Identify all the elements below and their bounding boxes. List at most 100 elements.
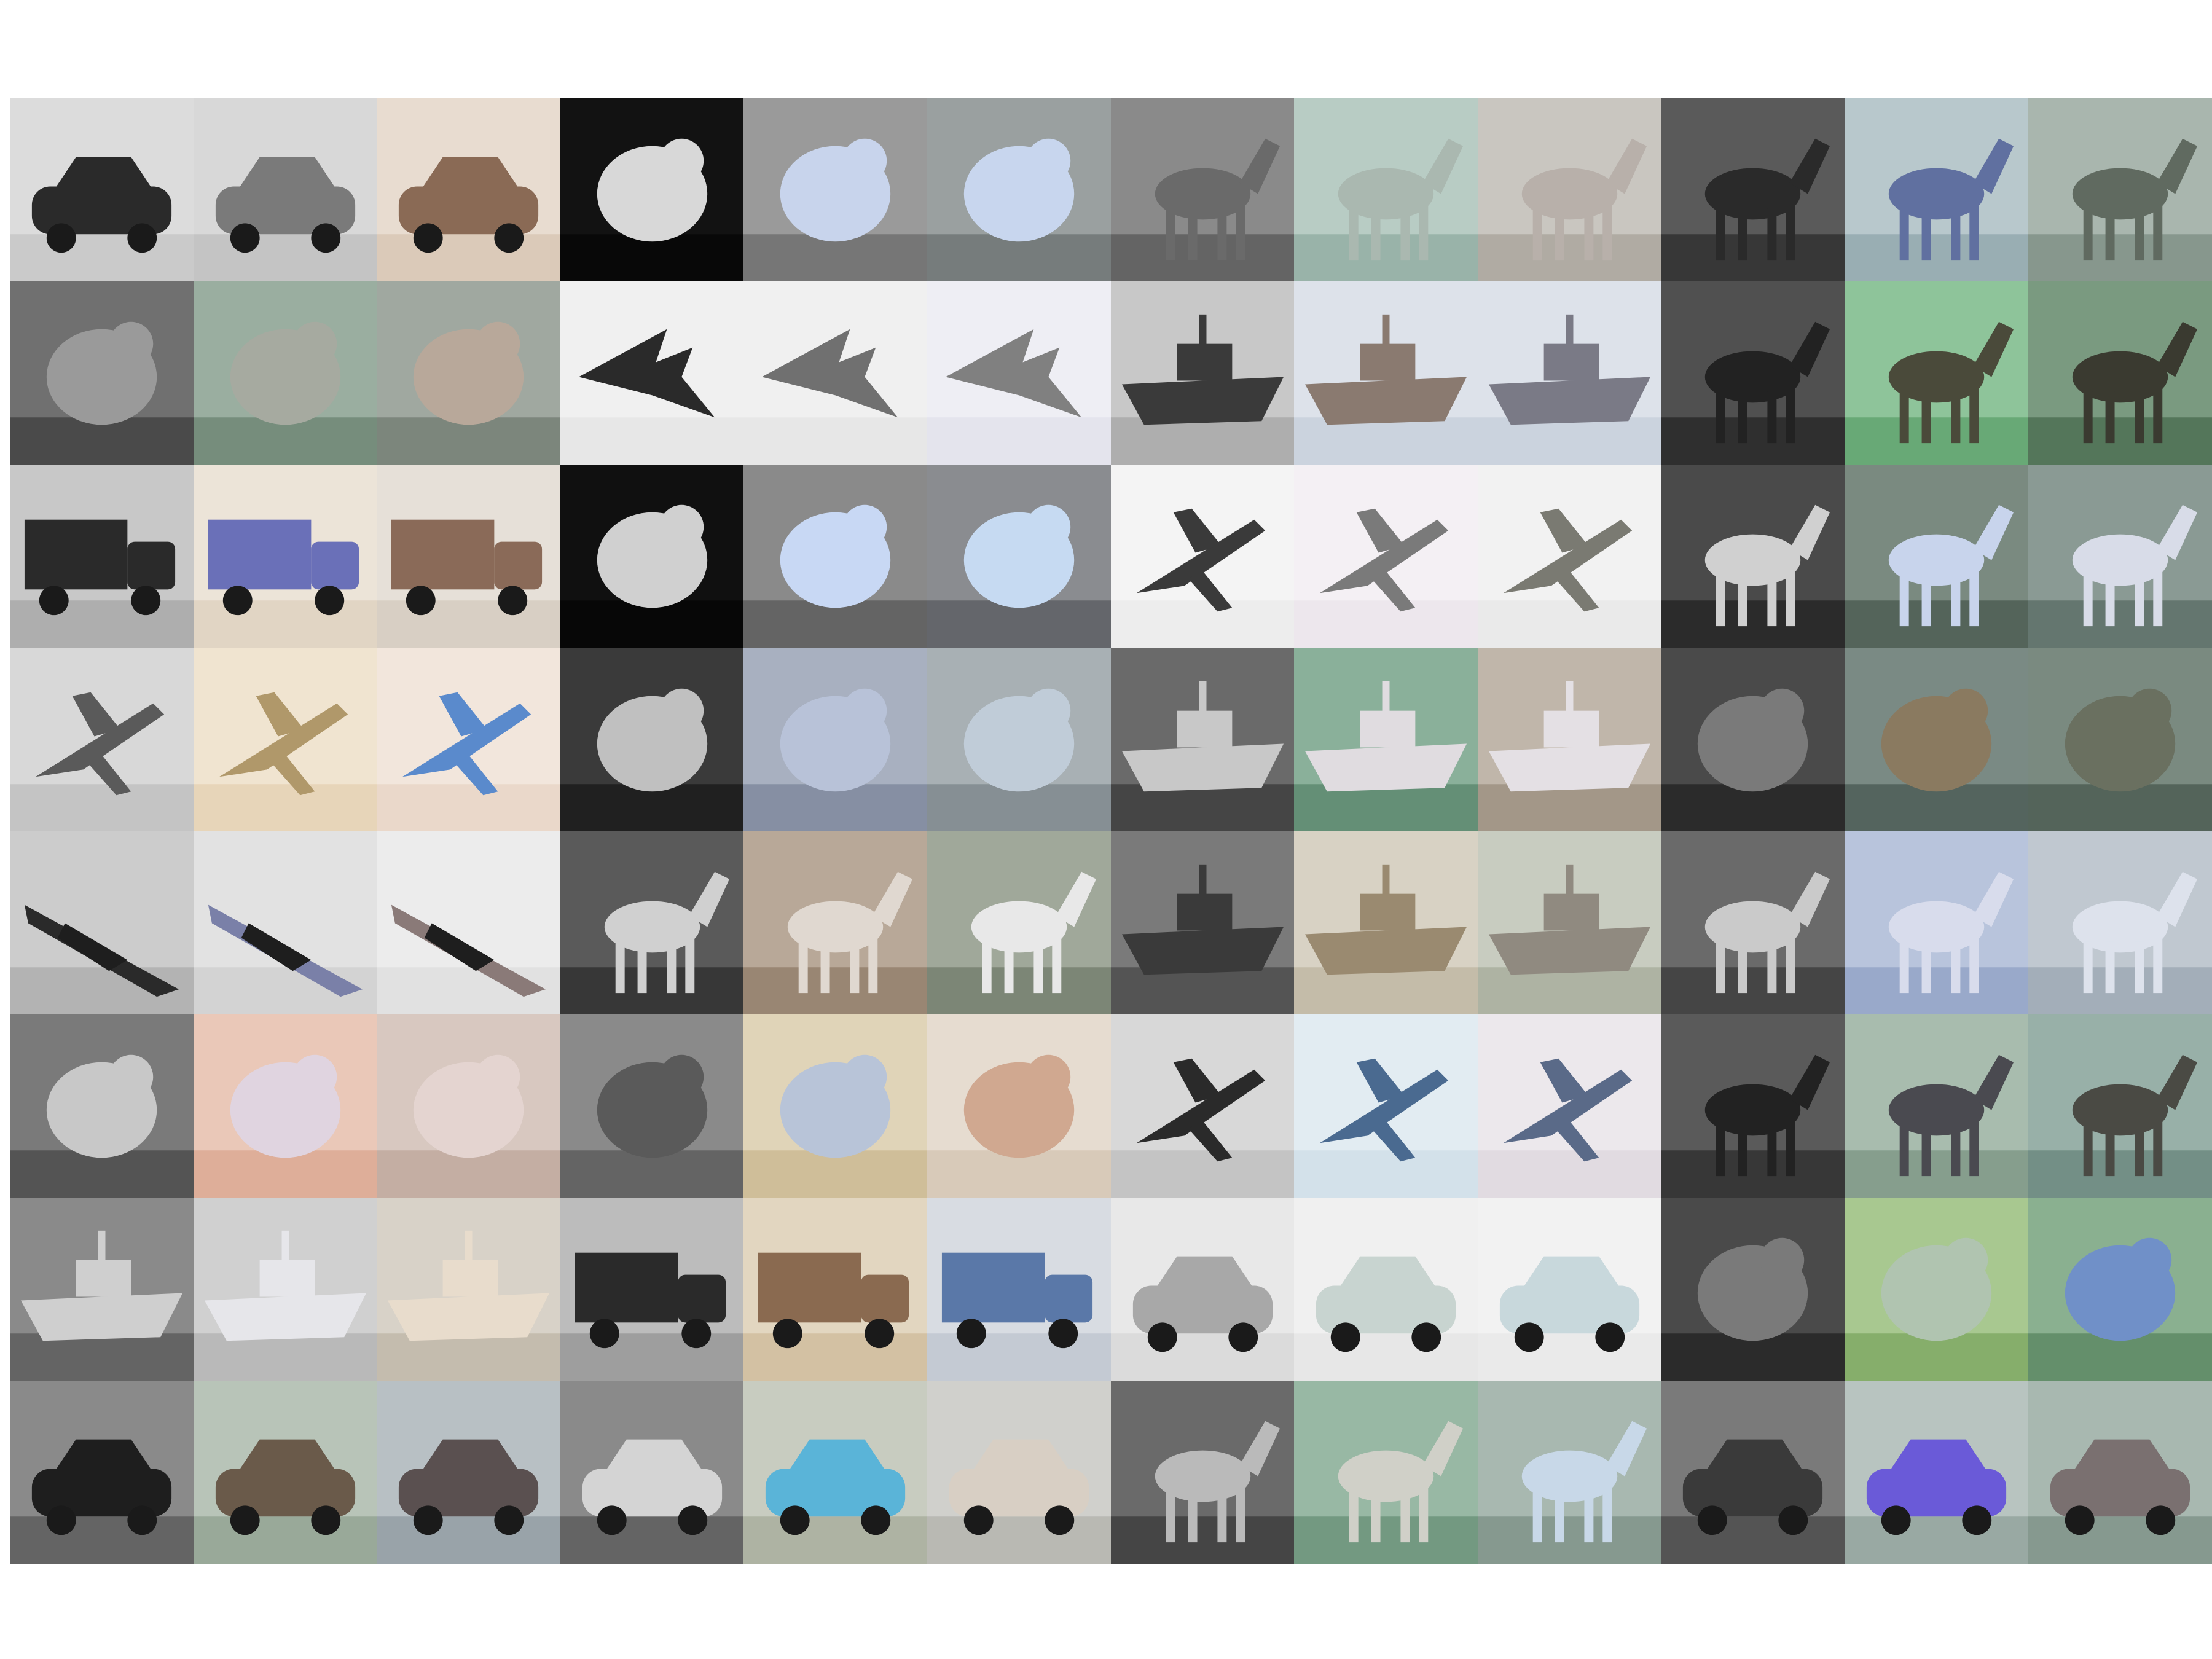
thumbnail-image (1845, 648, 2028, 832)
thumbnail-image (10, 1381, 194, 1565)
thumbnail-car-colorized-a (193, 98, 377, 282)
thumbnail-bird-colorized-b (2028, 648, 2212, 832)
thumbnail-image (1294, 1198, 1478, 1382)
thumbnail-image (1477, 1198, 1661, 1382)
thumbnail-airplane-grayscale-input (1110, 465, 1295, 649)
thumbnail-frog-grayscale-input (1661, 1198, 1845, 1382)
thumbnail-bird-colorized-a (193, 1014, 377, 1198)
thumbnail-ship-colorized-b (1477, 648, 1661, 832)
thumbnail-image (1477, 98, 1661, 282)
thumbnail-frog-colorized-a (1845, 1198, 2028, 1382)
thumbnail-ship-grayscale-input (10, 1198, 194, 1382)
thumbnail-airplane-colorized-a (743, 281, 928, 466)
thumbnail-image (1294, 1014, 1478, 1198)
thumbnail-image (743, 1014, 928, 1198)
thumbnail-image (560, 1381, 744, 1565)
thumbnail-bird-colorized-a (743, 465, 928, 649)
thumbnail-image (2028, 1014, 2212, 1198)
thumbnail-truck-colorized-a (743, 1198, 928, 1382)
thumbnail-image (927, 465, 1111, 649)
thumbnail-image (193, 1198, 377, 1382)
thumbnail-image (2028, 831, 2212, 1015)
thumbnail-image (927, 281, 1111, 466)
thumbnail-image (743, 465, 928, 649)
thumbnail-deer-colorized-a (1294, 1381, 1478, 1565)
thumbnail-image (743, 1381, 928, 1565)
thumbnail-image (1477, 1381, 1661, 1565)
thumbnail-image (2028, 1198, 2212, 1382)
thumbnail-bird-colorized-b (927, 1014, 1111, 1198)
thumbnail-deer-grayscale-input (1110, 1381, 1295, 1565)
thumbnail-image (193, 281, 377, 466)
thumbnail-ship-colorized-a (193, 1198, 377, 1382)
thumbnail-ship-grayscale-input (1110, 281, 1295, 466)
thumbnail-image (1110, 281, 1295, 466)
thumbnail-horse-colorized-a (743, 831, 928, 1015)
thumbnail-bird-grayscale-input (560, 1014, 744, 1198)
thumbnail-image (1845, 1381, 2028, 1565)
thumbnail-car-colorized-b (927, 1381, 1111, 1565)
thumbnail-image (193, 1014, 377, 1198)
thumbnail-bird-colorized-a (743, 1014, 928, 1198)
thumbnail-image (1477, 1014, 1661, 1198)
thumbnail-deer-grayscale-input (1661, 465, 1845, 649)
thumbnail-image (193, 1381, 377, 1565)
thumbnail-airplane-colorized-b (377, 648, 561, 832)
thumbnail-airplane-colorized-b (1477, 1014, 1661, 1198)
thumbnail-image (1477, 281, 1661, 466)
thumbnail-car-colorized-b (377, 98, 561, 282)
thumbnail-airplane-colorized-a (1294, 1014, 1478, 1198)
thumbnail-truck-grayscale-input (560, 1198, 744, 1382)
thumbnail-horse-colorized-b (2028, 1014, 2212, 1198)
thumbnail-image (1845, 465, 2028, 649)
thumbnail-image (1294, 831, 1478, 1015)
thumbnail-bird-grayscale-input (560, 465, 744, 649)
thumbnail-image (743, 1198, 928, 1382)
thumbnail-airplane-colorized-a (1294, 465, 1478, 649)
thumbnail-bird-grayscale-input (560, 98, 744, 282)
thumbnail-image (1845, 281, 2028, 466)
thumbnail-image (377, 1198, 561, 1382)
thumbnail-bird-colorized-a (1845, 648, 2028, 832)
thumbnail-image (10, 465, 194, 649)
thumbnail-ship-colorized-b (1477, 281, 1661, 466)
thumbnail-image (1477, 648, 1661, 832)
thumbnail-image (743, 281, 928, 466)
thumbnail-image (1110, 648, 1295, 832)
thumbnail-image (10, 1198, 194, 1382)
thumbnail-image (2028, 465, 2212, 649)
thumbnail-cat-colorized-a (743, 648, 928, 832)
thumbnail-image (377, 831, 561, 1015)
thumbnail-ship-grayscale-input (1110, 648, 1295, 832)
thumbnail-bird-colorized-a (743, 98, 928, 282)
thumbnail-deer-colorized-b (2028, 465, 2212, 649)
thumbnail-image (927, 98, 1111, 282)
thumbnail-image (1110, 1381, 1295, 1565)
thumbnail-bird-grayscale-input (10, 281, 194, 466)
thumbnail-truck-colorized-b (377, 465, 561, 649)
thumbnail-image (377, 1381, 561, 1565)
thumbnail-image (1661, 465, 1845, 649)
thumbnail-image (10, 1014, 194, 1198)
thumbnail-image (2028, 1381, 2212, 1565)
thumbnail-car-grayscale-input (560, 1381, 744, 1565)
thumbnail-car-colorized-b (2028, 1381, 2212, 1565)
thumbnail-image (743, 98, 928, 282)
thumbnail-image (560, 281, 744, 466)
thumbnail-car-colorized-b (1477, 1198, 1661, 1382)
thumbnail-airplane-grayscale-input (10, 648, 194, 832)
thumbnail-ship-colorized-b (377, 831, 561, 1015)
thumbnail-bird-colorized-b (927, 98, 1111, 282)
thumbnail-image (560, 648, 744, 832)
thumbnail-bird-colorized-b (377, 1014, 561, 1198)
thumbnail-horse-grayscale-input (1661, 831, 1845, 1015)
thumbnail-image (1294, 98, 1478, 282)
thumbnail-airplane-colorized-b (1477, 465, 1661, 649)
thumbnail-truck-colorized-b (927, 1198, 1111, 1382)
thumbnail-image (1294, 648, 1478, 832)
thumbnail-image (1294, 281, 1478, 466)
thumbnail-image (2028, 648, 2212, 832)
thumbnail-car-grayscale-input (1110, 1198, 1295, 1382)
thumbnail-ship-grayscale-input (1110, 831, 1295, 1015)
thumbnail-horse-grayscale-input (1110, 98, 1295, 282)
